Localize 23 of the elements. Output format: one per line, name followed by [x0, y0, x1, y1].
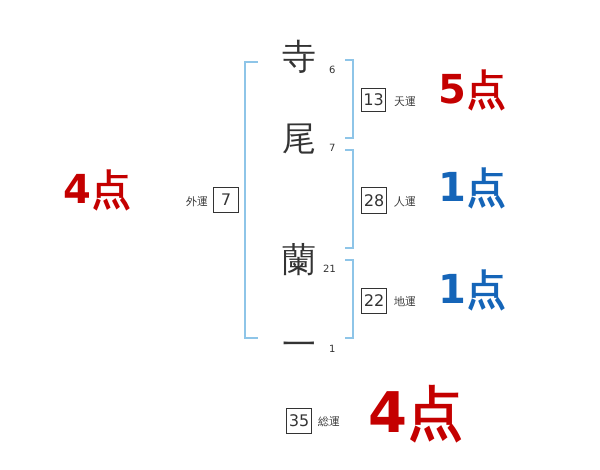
- stroke-count: 1: [329, 345, 336, 355]
- fortune-label: 地運: [394, 296, 416, 307]
- score-text: 1点: [438, 270, 506, 310]
- name-character: 一: [282, 328, 316, 362]
- fortune-label: 総運: [318, 416, 340, 427]
- score-text: 4点: [368, 386, 463, 442]
- name-character: 寺: [282, 40, 316, 74]
- stroke-count: 21: [323, 265, 336, 275]
- score-text: 5点: [438, 70, 506, 110]
- fortune-label: 外運: [186, 196, 208, 207]
- score-box: 35: [286, 408, 312, 434]
- score-box: 13: [361, 88, 386, 112]
- name-character: 尾: [282, 122, 316, 156]
- score-box: 22: [361, 288, 387, 314]
- score-text: 1点: [438, 168, 506, 208]
- stroke-count: 7: [329, 144, 336, 154]
- score-text: 4点: [63, 170, 131, 210]
- fortune-label: 人運: [394, 196, 416, 207]
- name-character: 蘭: [282, 243, 316, 277]
- stroke-count: 6: [329, 66, 336, 76]
- score-box: 7: [213, 187, 239, 213]
- score-box: 28: [361, 187, 387, 214]
- fortune-label: 天運: [394, 96, 416, 107]
